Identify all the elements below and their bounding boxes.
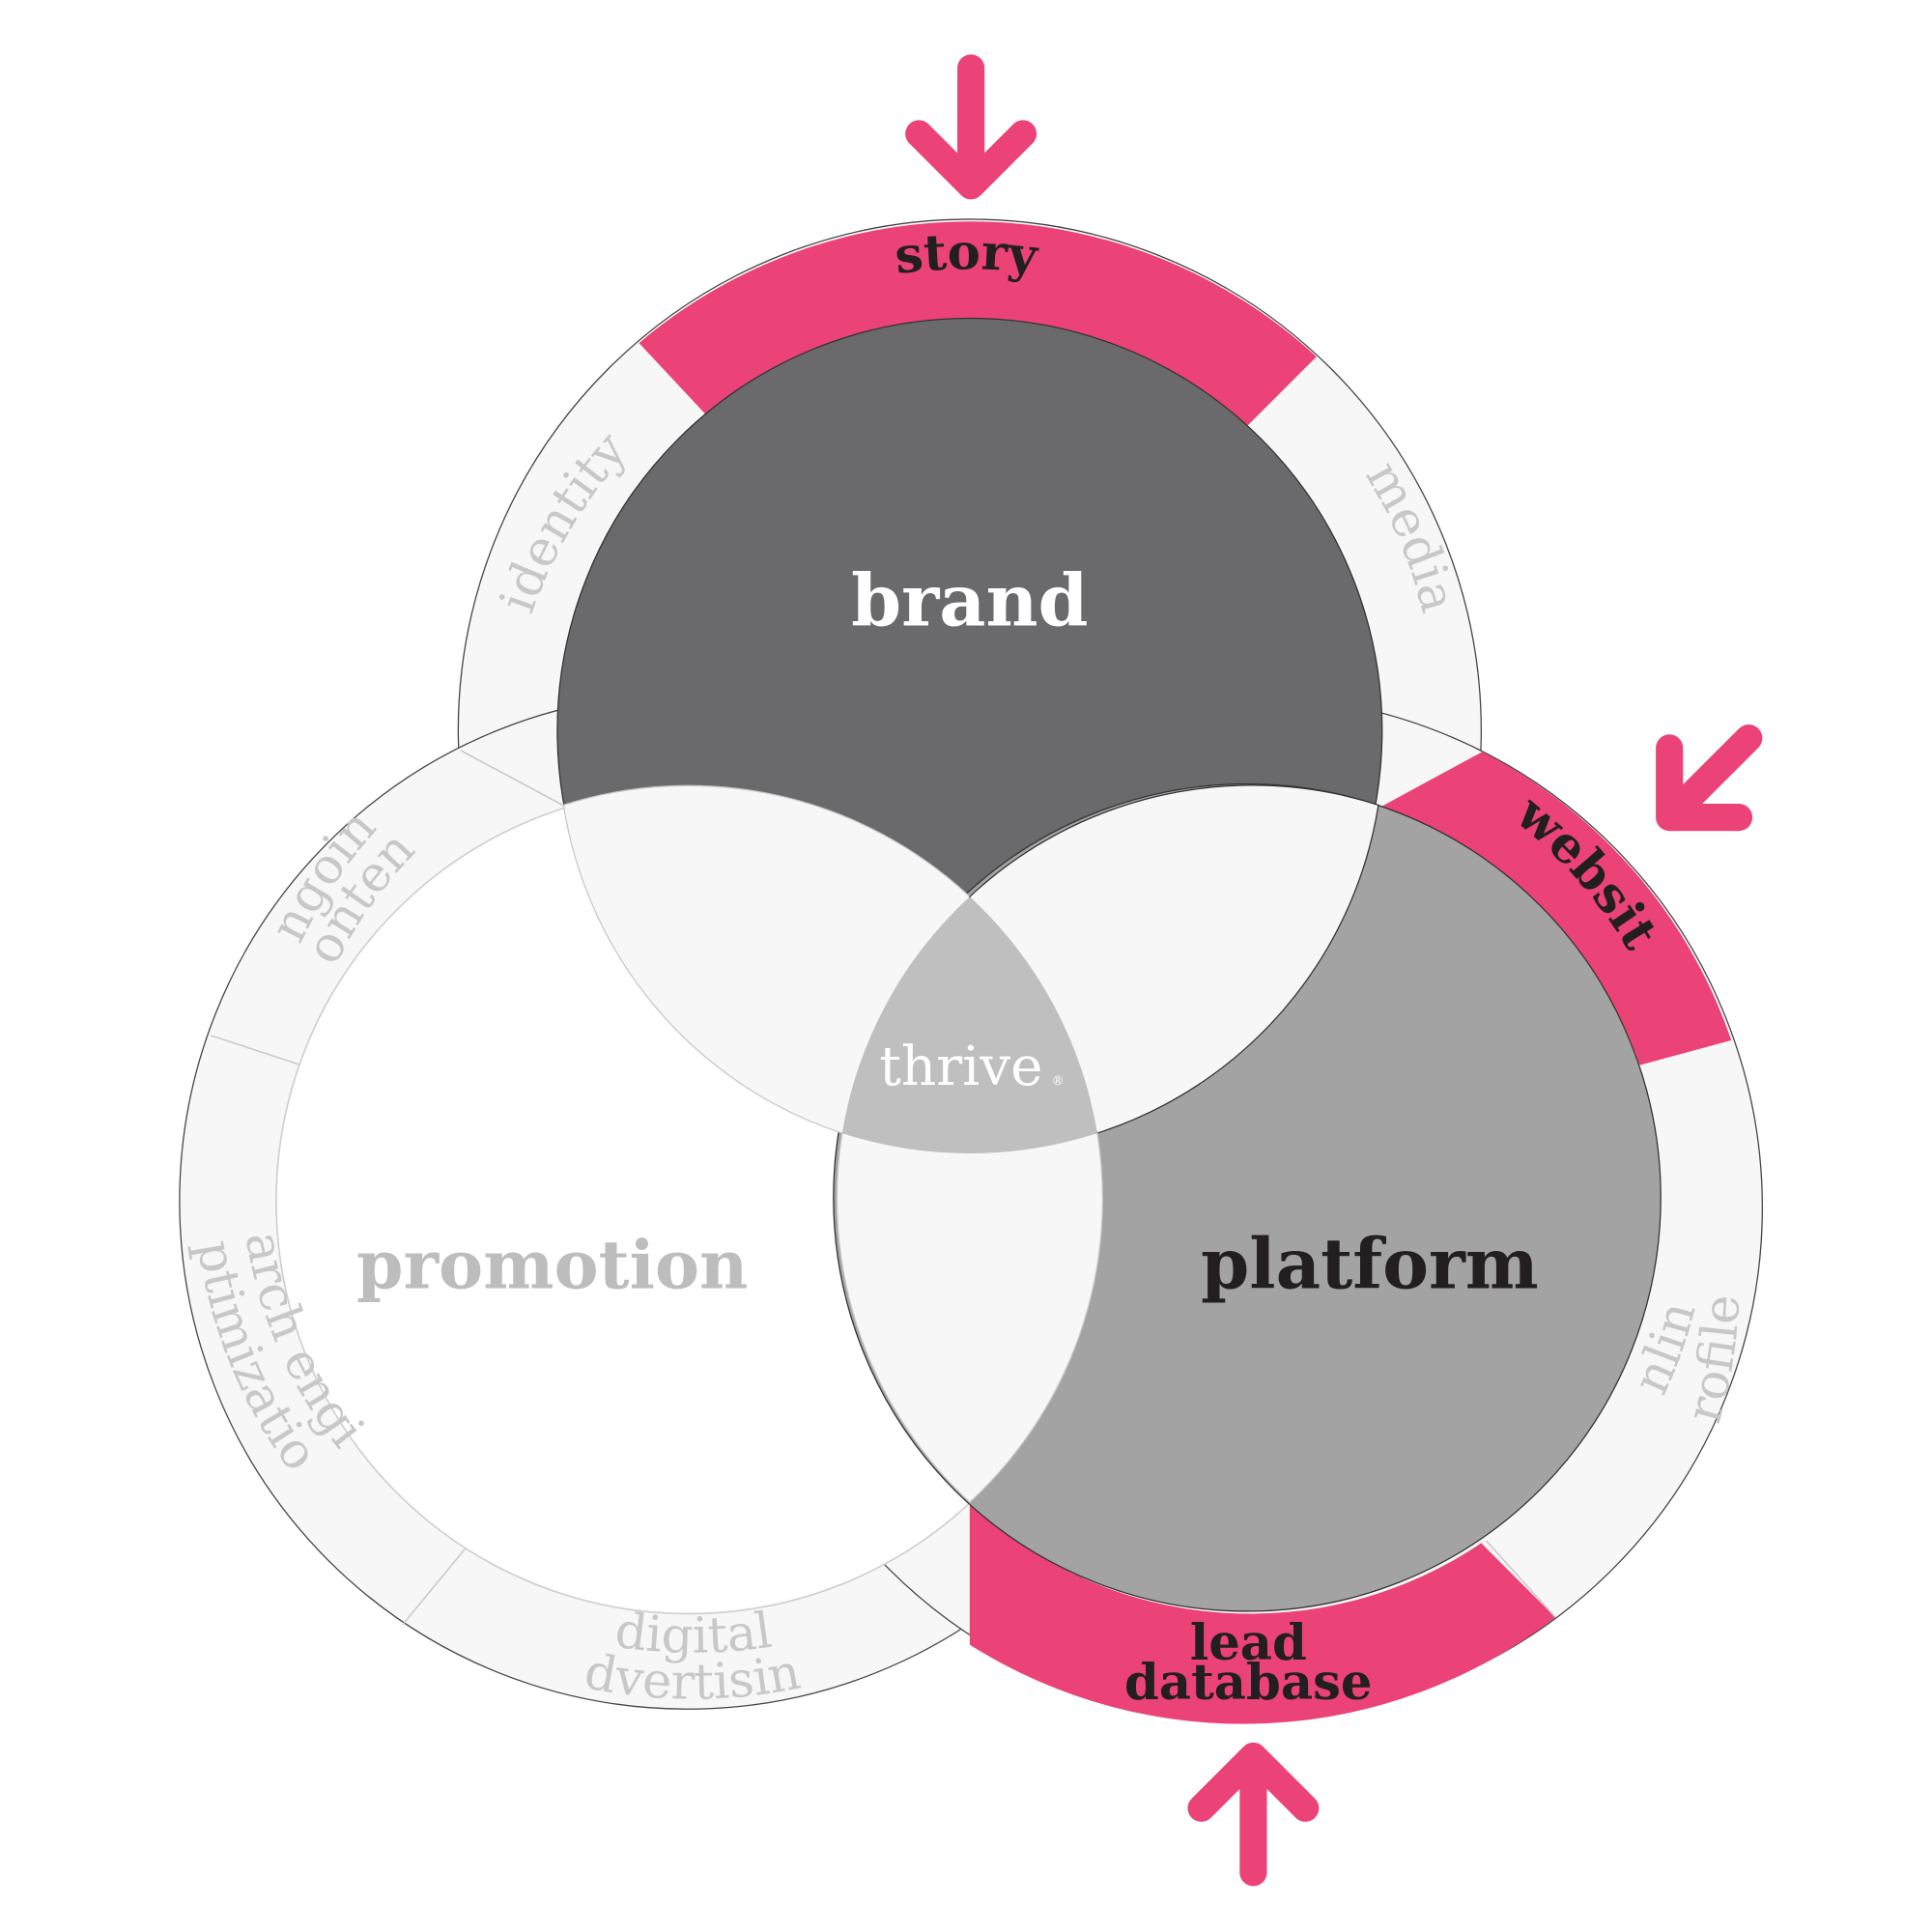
- promotion-platform-overlap: [836, 1132, 1104, 1504]
- story-label: story: [892, 223, 1042, 286]
- ring-dividers: [210, 750, 1556, 1626]
- digital-label: digital: [612, 1602, 776, 1665]
- ongoing-label: ongoing: [0, 0, 387, 951]
- brand-label: brand: [851, 557, 1088, 642]
- database-label: database: [1124, 1654, 1373, 1712]
- thrive-registered-mark: ®: [1051, 1074, 1064, 1089]
- arrow-down-icon: [905, 54, 1037, 200]
- website-segment: [1379, 752, 1732, 1065]
- promotion-label: promotion: [356, 1226, 748, 1304]
- center-overlap: [841, 896, 1097, 1154]
- arrow-down-left-icon: [1656, 724, 1763, 832]
- accent-segments: [639, 221, 1732, 1724]
- lead-database-segment: [969, 1503, 1556, 1724]
- main-labels: brand platform promotion thrive ®: [356, 557, 1539, 1304]
- platform-label: platform: [1201, 1223, 1539, 1304]
- story-segment: [639, 221, 1317, 429]
- overlaps: [562, 784, 1379, 1504]
- lead-label: lead: [1190, 1614, 1307, 1672]
- arrow-up-icon: [1187, 1742, 1320, 1887]
- thrive-label: thrive: [879, 1036, 1042, 1098]
- arrows: [905, 54, 1763, 1887]
